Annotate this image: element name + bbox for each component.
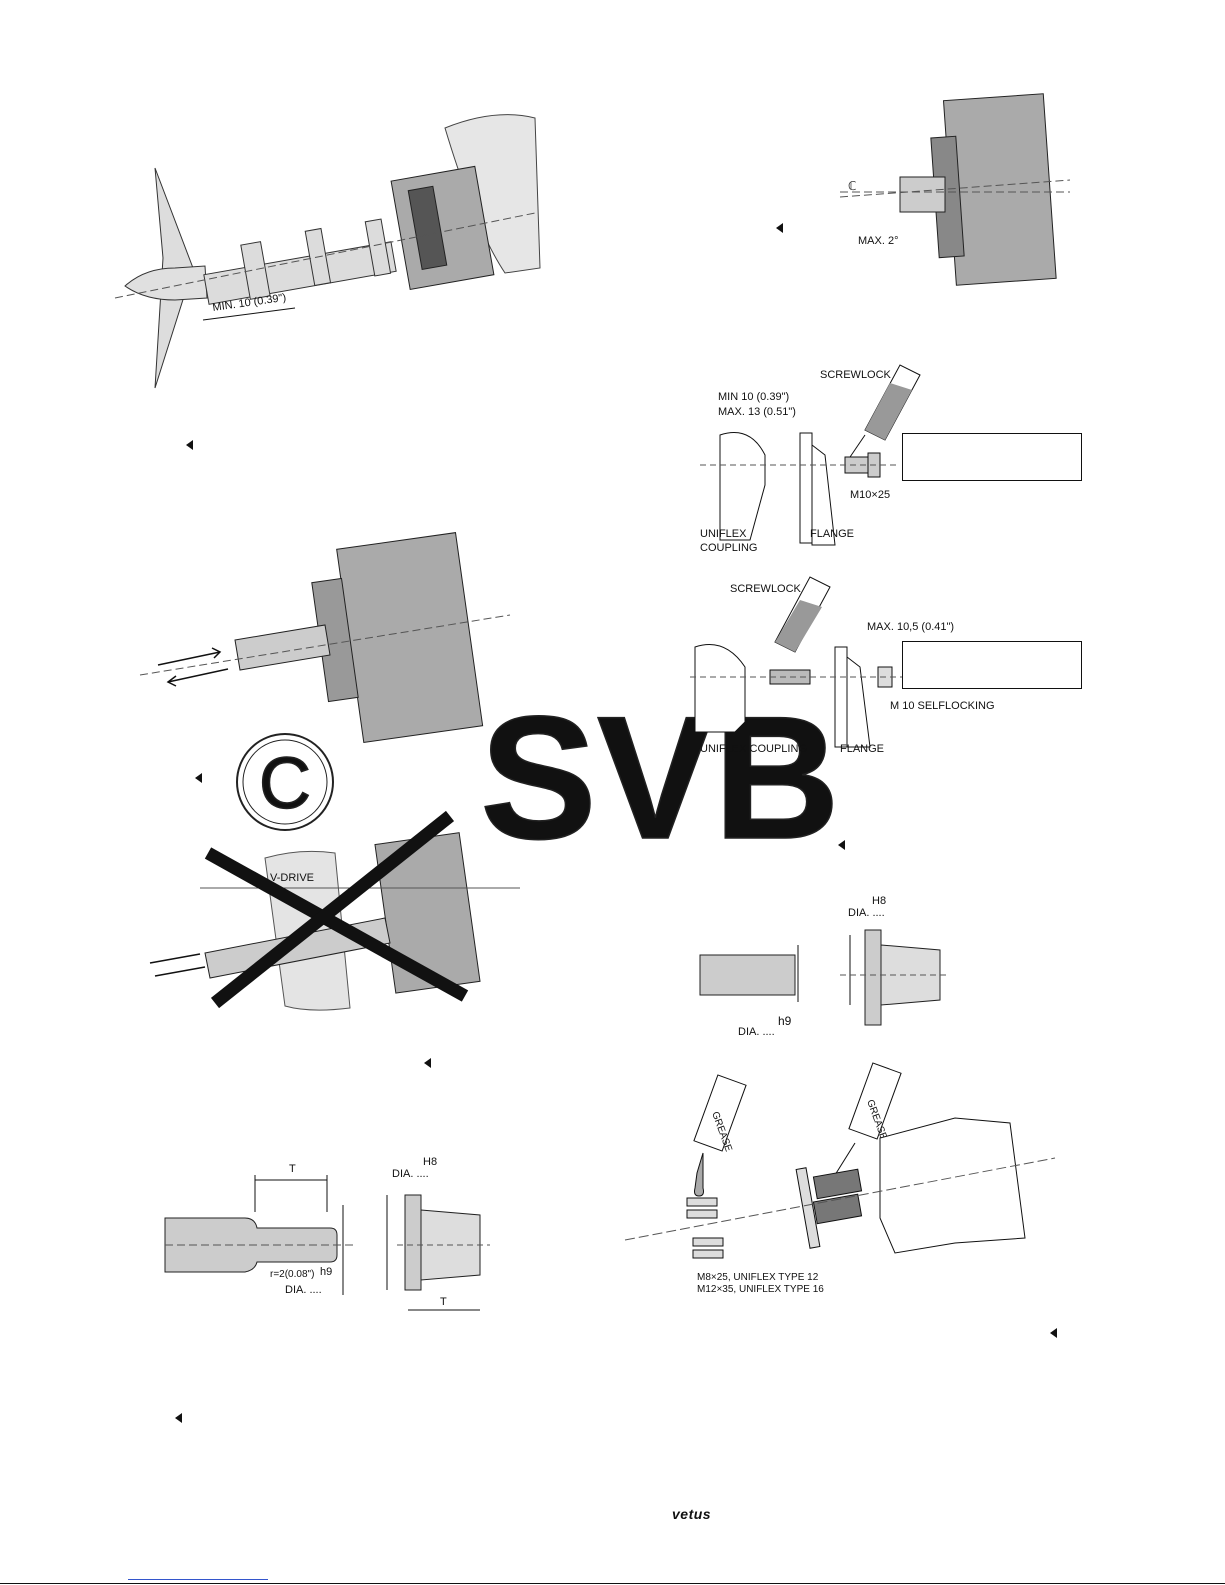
figure-marker <box>838 840 845 850</box>
dia-label: DIA. .... <box>285 1284 322 1296</box>
shaft-hub-tolerance-drawing: h9 DIA. .... H8 DIA. .... <box>699 895 950 1038</box>
alignment-angle-drawing: ℂ MAX. 2° <box>839 93 1071 286</box>
bolt-spec-label: M8×25, UNIFLEX TYPE 12 <box>697 1272 819 1283</box>
shaft-movement-drawing <box>139 532 511 743</box>
figure-marker <box>776 223 783 233</box>
dia-label: DIA. .... <box>848 907 885 919</box>
figure-marker <box>195 773 202 783</box>
h8-label: H8 <box>423 1156 437 1168</box>
coupling-label: UNIFLEX COUPLING <box>700 743 807 755</box>
v-drive-not-allowed-drawing: V-DRIVE <box>149 810 520 1011</box>
max-distance-label: MAX. 13 (0.51") <box>718 406 796 418</box>
flange-label: FLANGE <box>810 528 854 540</box>
screwlock-label: SCREWLOCK <box>730 583 802 595</box>
flange-label: FLANGE <box>840 743 884 755</box>
grease-tube-icon: GREASE <box>693 1074 747 1197</box>
max-distance-label: MAX. 10,5 (0.41") <box>867 621 954 633</box>
grease-tube-icon: GREASE <box>829 1062 902 1184</box>
h9-label: h9 <box>778 1014 792 1028</box>
centerline-symbol: ℂ <box>848 179 856 193</box>
figure-marker <box>424 1058 431 1068</box>
cross-out-mark <box>210 810 455 1009</box>
propeller-shaft-drawing: MIN. 10 (0.39") <box>114 114 541 389</box>
t-label: T <box>440 1296 447 1308</box>
cross-out-mark <box>204 847 469 1002</box>
screwlock-label: SCREWLOCK <box>820 369 892 381</box>
v-drive-label: V-DRIVE <box>270 872 314 884</box>
shaft-taper-drawing: T r=2(0.08") h9 DIA. .... H8 DIA. .... T <box>164 1156 490 1311</box>
dia-label: DIA. .... <box>738 1026 775 1038</box>
figure-marker <box>1050 1328 1057 1338</box>
h9-label: h9 <box>320 1266 332 1278</box>
bolt-size-label: M10×25 <box>850 489 890 501</box>
min-distance-label: MIN 10 (0.39") <box>718 391 789 403</box>
copyright-glyph: C <box>259 744 311 824</box>
copyright-circle <box>236 733 334 831</box>
footer-link-underline[interactable] <box>128 1579 268 1580</box>
figure-marker <box>186 440 193 450</box>
dia-label: DIA. .... <box>392 1168 429 1180</box>
coupling-label: UNIFLEX <box>700 528 747 540</box>
svb-watermark: C SVB <box>236 680 841 877</box>
t-label: T <box>289 1163 296 1175</box>
screwlock-bolt-drawing: SCREWLOCK MIN 10 (0.39") MAX. 13 (0.51")… <box>700 364 921 554</box>
callout-box <box>902 433 1082 481</box>
watermark-text: SVB <box>480 681 840 876</box>
nut-label: M 10 SELFLOCKING <box>890 700 995 712</box>
callout-box <box>902 641 1082 689</box>
bolt-spec-label: M12×35, UNIFLEX TYPE 16 <box>697 1284 824 1295</box>
coupling-label: COUPLING <box>700 542 757 554</box>
h8-label: H8 <box>872 895 886 907</box>
grease-assembly-drawing: GREASE GREASE M8×25, UNIFLEX TYPE 12 M12… <box>624 1062 1056 1295</box>
page-bottom-rule <box>0 1583 1225 1584</box>
radius-label: r=2(0.08") <box>270 1269 314 1280</box>
figure-marker <box>175 1413 182 1423</box>
selflocking-nut-drawing: SCREWLOCK MAX. 10,5 (0.41") M 10 SELFLOC… <box>690 576 995 755</box>
vetus-logo: vetus <box>672 1506 712 1522</box>
max-angle-label: MAX. 2° <box>858 235 898 247</box>
